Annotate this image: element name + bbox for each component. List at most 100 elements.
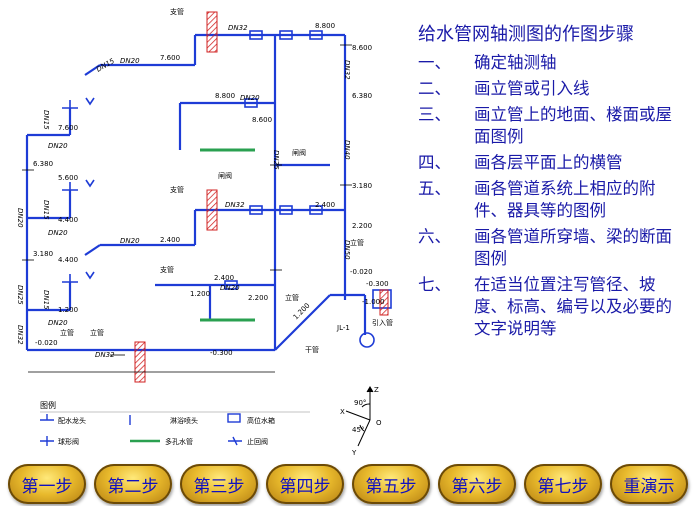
elev-12: 2.200 <box>352 222 372 230</box>
pipe-size-13: DN25 <box>16 285 24 305</box>
pipe-size-9: DN50 <box>343 240 351 260</box>
axis-z: Z <box>374 386 379 394</box>
elev-25: -1.000 <box>362 298 385 306</box>
label-riser-1: 支管 <box>170 7 184 16</box>
step-number: 七、 <box>418 275 451 294</box>
elev-0: 8.800 <box>315 22 335 30</box>
elev-23: -0.300 <box>210 349 233 357</box>
pipe-size-8: DN20 <box>120 237 140 245</box>
label-main-riser-4: 立管 <box>60 328 74 337</box>
legend-title: 图例 <box>40 400 56 410</box>
step-5-button[interactable]: 第五步 <box>352 464 430 504</box>
step-item-1: 一、 确定轴测轴 <box>418 52 696 74</box>
step-text: 画各层平面上的横管 <box>474 153 623 172</box>
step-1-button[interactable]: 第一步 <box>8 464 86 504</box>
pipe-size-1: DN20 <box>120 57 140 65</box>
elev-13: 3.180 <box>33 250 53 258</box>
label-gate-valve: 闸阀 <box>292 148 306 157</box>
label-main-riser-2: 立管 <box>350 238 364 247</box>
replay-button[interactable]: 重演示 <box>610 464 688 504</box>
step-text: 确定轴测轴 <box>474 53 557 72</box>
pipe-size-5: DN25 <box>272 150 280 170</box>
step-2-button[interactable]: 第二步 <box>94 464 172 504</box>
pipe-size-10: DN20 <box>220 284 240 292</box>
step-item-7: 七、 在适当位置注写管径、坡度、标高、编号以及必要的文字说明等 <box>418 274 696 340</box>
pipe-size-14: DN32 <box>16 325 24 345</box>
label-riser-3: 支管 <box>160 265 174 274</box>
legend-item-5: 止回阀 <box>247 437 268 446</box>
elev-15: 4.400 <box>58 256 78 264</box>
label-riser-code: JL-1 <box>336 324 350 332</box>
pipe-size-18: DN20 <box>48 142 68 150</box>
elev-22: -0.020 <box>35 339 58 347</box>
axis-o: O <box>376 419 382 427</box>
pipe-size-6: DN40 <box>343 140 351 160</box>
step-7-button[interactable]: 第七步 <box>524 464 602 504</box>
step-number: 五、 <box>418 179 451 198</box>
elev-21: -0.020 <box>350 268 373 276</box>
elev-11: 2.400 <box>315 201 335 209</box>
elev-1: 8.600 <box>352 44 372 52</box>
label-main-riser-3: 立管 <box>90 328 104 337</box>
step-item-3: 三、 画立管上的地面、楼面或屋面图例 <box>418 104 696 148</box>
pipe-size-20: DN20 <box>48 319 68 327</box>
wall-sections <box>134 11 389 383</box>
elev-18: 2.200 <box>248 294 268 302</box>
legend: 图例 配水龙头 淋浴喷头 高位水箱 球形阀 多孔水管 止回阀 <box>40 400 310 446</box>
step-item-4: 四、 画各层平面上的横管 <box>418 152 696 174</box>
pipe-network <box>25 33 367 352</box>
label-main-riser: 立管 <box>285 293 299 302</box>
pipe-size-15: DN15 <box>42 110 50 130</box>
elev-8: 5.600 <box>58 174 78 182</box>
pipe-size-0: DN32 <box>228 24 248 32</box>
label-riser-2: 支管 <box>170 185 184 194</box>
pipe-size-17: DN15 <box>42 290 50 310</box>
elev-4: 8.800 <box>215 92 235 100</box>
legend-item-4: 多孔水管 <box>165 437 193 446</box>
step-3-button[interactable]: 第三步 <box>180 464 258 504</box>
step-number: 二、 <box>418 79 451 98</box>
legend-item-0: 配水龙头 <box>58 416 86 425</box>
pipe-size-4: DN20 <box>240 94 260 102</box>
step-text: 画各管道所穿墙、梁的断面图例 <box>474 227 672 268</box>
step-4-button[interactable]: 第四步 <box>266 464 344 504</box>
elev-5: 8.600 <box>252 116 272 124</box>
step-navigation: 第一步 第二步 第三步 第四步 第五步 第六步 第七步 重演示 <box>0 462 698 506</box>
elev-24: -0.300 <box>366 280 389 288</box>
step-text: 在适当位置注写管径、坡度、标高、编号以及必要的文字说明等 <box>474 275 672 338</box>
axis-angle-45: 45° <box>352 426 364 434</box>
elev-2: 7.600 <box>160 54 180 62</box>
axis-diagram: Z X Y O 90° 45° <box>340 386 382 457</box>
elev-10: 3.180 <box>352 182 372 190</box>
step-item-6: 六、 画各管道所穿墙、梁的断面图例 <box>418 226 696 270</box>
pipe-size-16: DN15 <box>42 200 50 220</box>
fixtures <box>62 30 392 348</box>
step-text: 画立管上的地面、楼面或屋面图例 <box>474 105 672 146</box>
floor-marks <box>22 44 352 373</box>
step-item-2: 二、 画立管或引入线 <box>418 78 696 100</box>
step-6-button[interactable]: 第六步 <box>438 464 516 504</box>
isometric-pipe-diagram: 支管 支管 支管 闸阀 闸阀 立管 立管 立管 立管 干管 引入管 JL-1 D… <box>16 7 393 457</box>
legend-item-1: 淋浴喷头 <box>170 416 198 425</box>
step-number: 六、 <box>418 227 451 246</box>
pipe-size-3: DN32 <box>343 60 351 80</box>
step-item-5: 五、 画各管道系统上相应的附件、器具等的图例 <box>418 178 696 222</box>
steps-list: 一、 确定轴测轴 二、 画立管或引入线 三、 画立管上的地面、楼面或屋面图例 四… <box>418 52 696 344</box>
elev-20: 1.200 <box>292 302 312 322</box>
elev-19: 1.200 <box>190 290 210 298</box>
elev-3: 6.380 <box>352 92 372 100</box>
step-number: 三、 <box>418 105 451 124</box>
pipe-size-19: DN20 <box>48 229 68 237</box>
label-intake: 引入管 <box>372 318 393 327</box>
step-number: 一、 <box>418 53 451 72</box>
elev-16: 1.200 <box>58 306 78 314</box>
elev-14: 2.400 <box>160 236 180 244</box>
label-main: 干管 <box>305 345 319 354</box>
elev-9: 4.400 <box>58 216 78 224</box>
legend-item-3: 球形阀 <box>58 437 79 446</box>
label-gate-valve-2: 闸阀 <box>218 171 232 180</box>
elev-6: 7.600 <box>58 124 78 132</box>
step-text: 画各管道系统上相应的附件、器具等的图例 <box>474 179 656 220</box>
elev-17: 2.400 <box>214 274 234 282</box>
axis-x: X <box>340 408 345 416</box>
